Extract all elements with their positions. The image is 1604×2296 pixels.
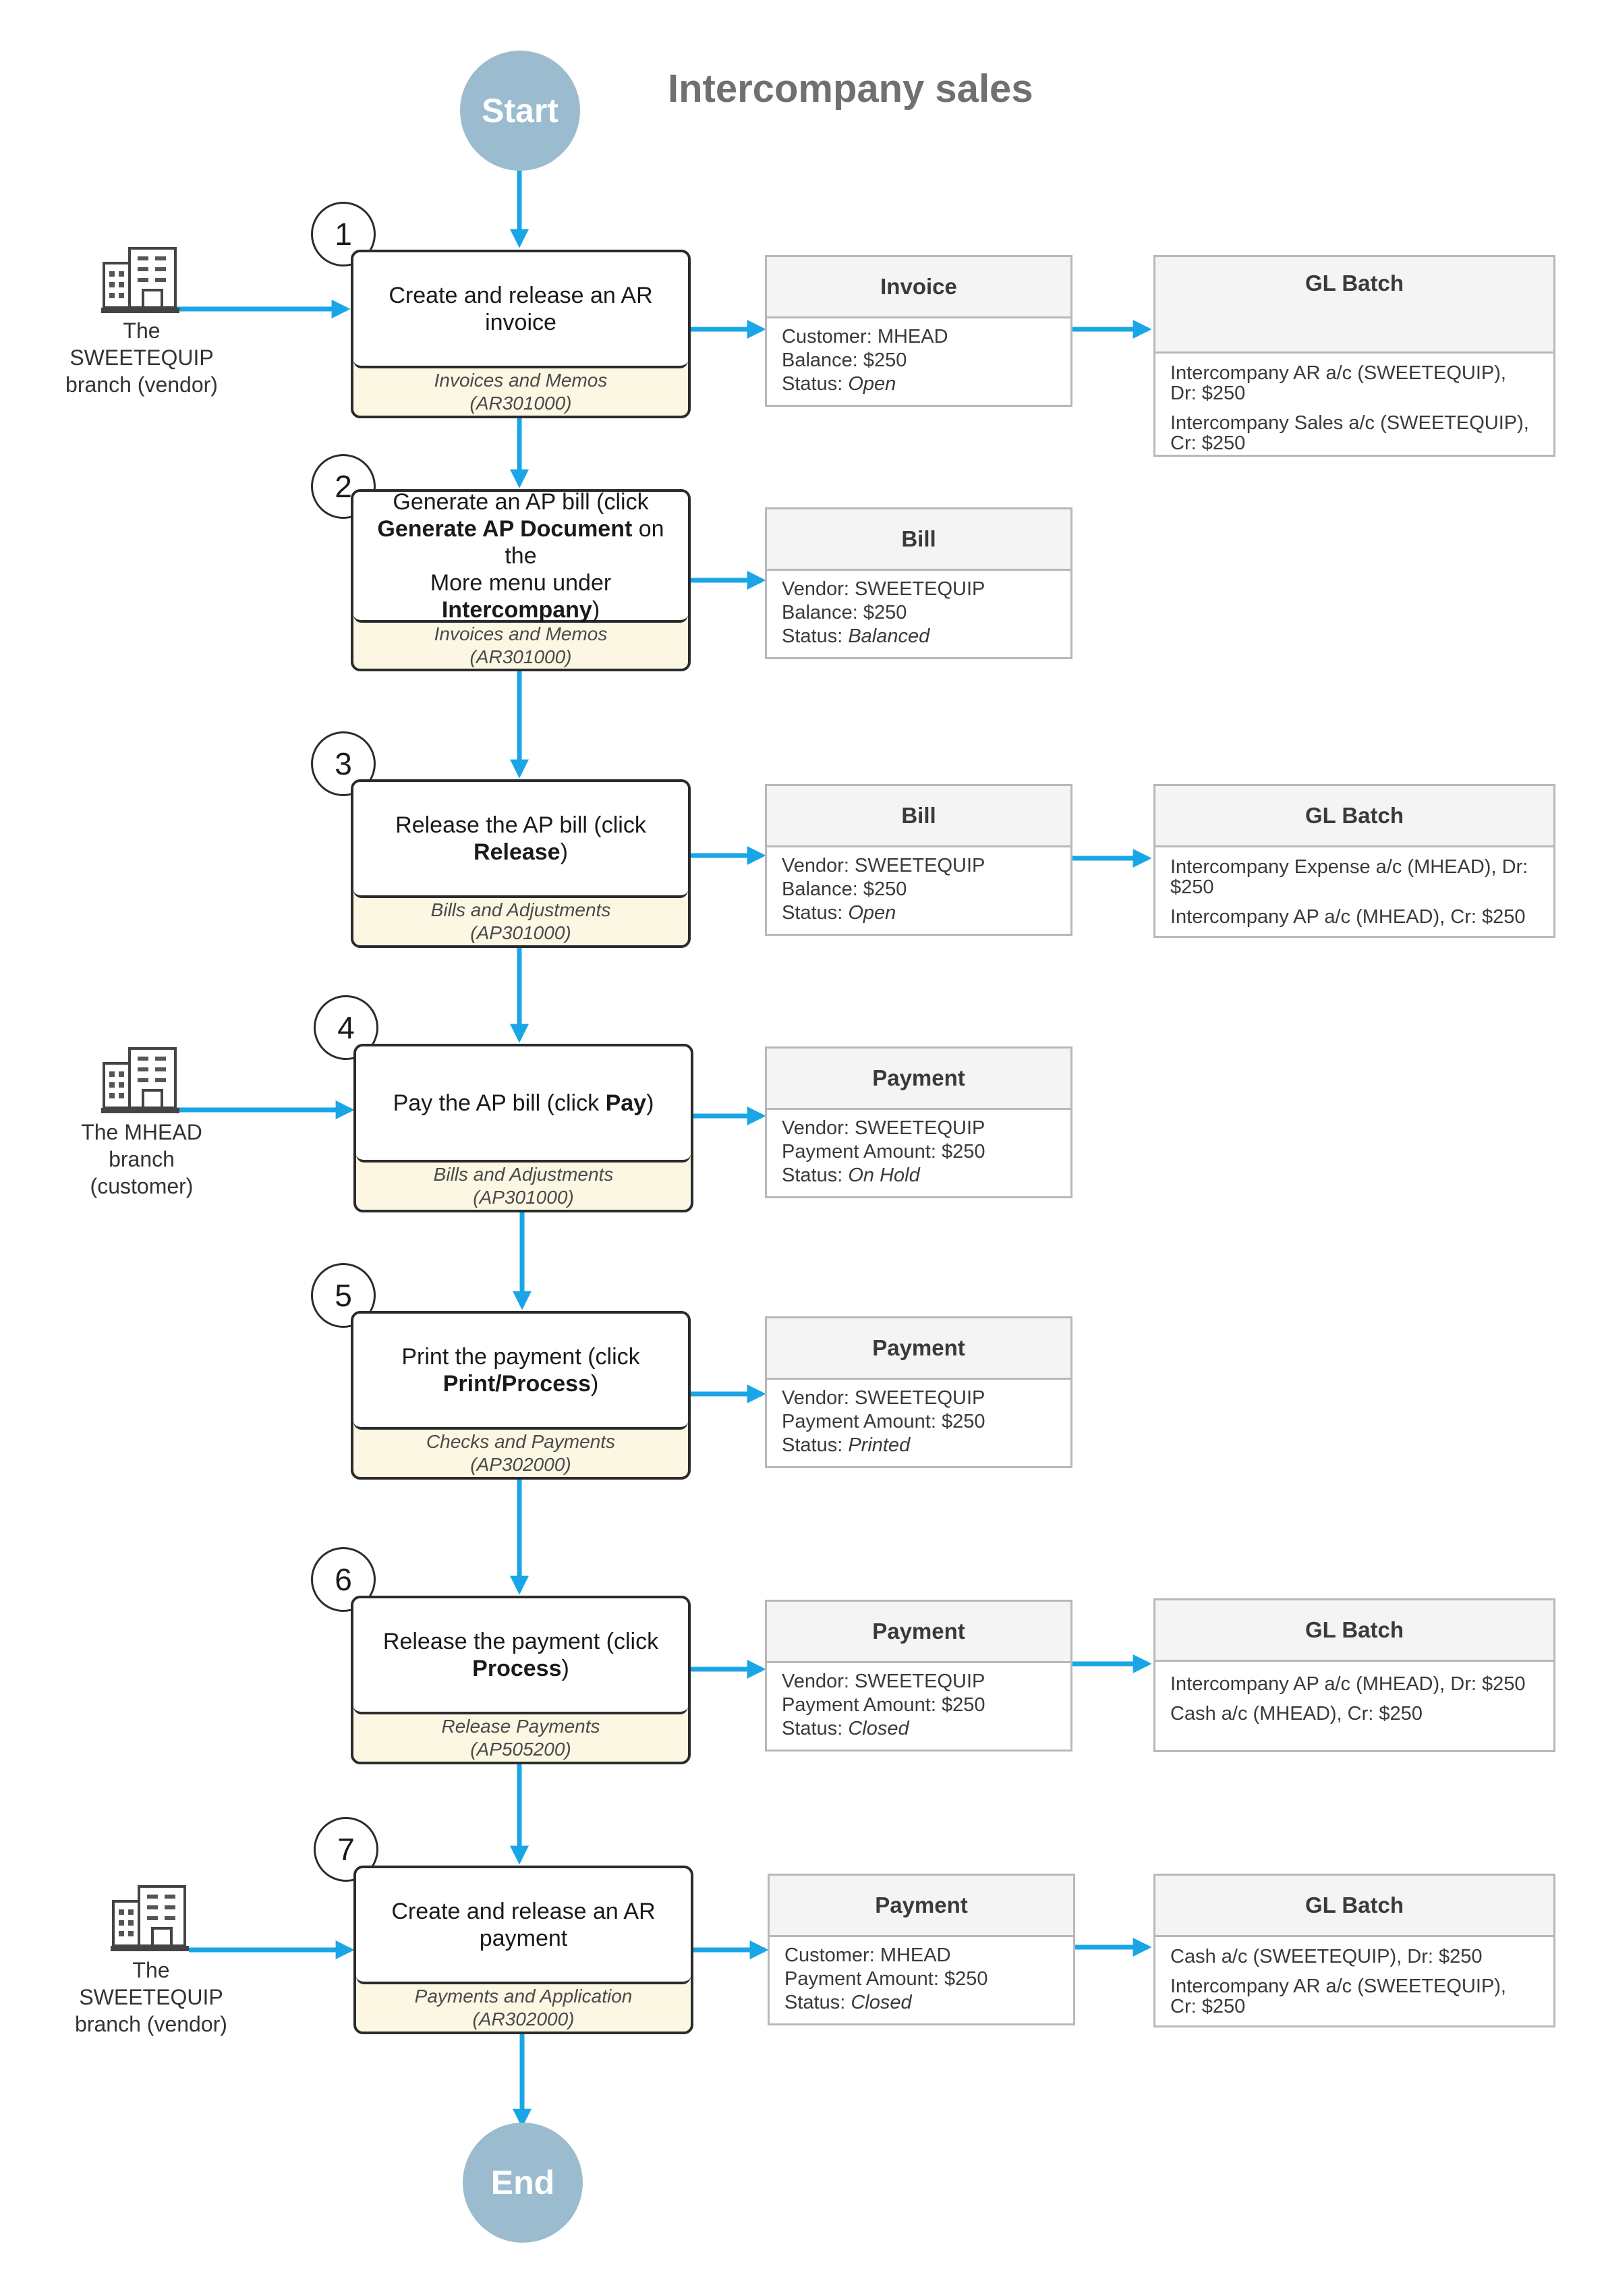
document-card-bill-balanced: Bill Vendor: SWEETEQUIP Balance: $250 St… [765,507,1072,659]
card-title: GL Batch [1155,786,1553,847]
card-title: Invoice [767,257,1070,318]
diagram-title: Intercompany sales [668,67,1033,111]
step-form-4: Bills and Adjustments(AP301000) [433,1164,614,1208]
step-form-5: Checks and Payments(AP302000) [426,1431,616,1475]
step-box-4: Pay the AP bill (click Pay) Bills and Ad… [353,1044,693,1212]
document-card-payment-printed: Payment Vendor: SWEETEQUIP Payment Amoun… [765,1316,1072,1468]
card-title: Payment [770,1876,1073,1937]
document-card-payment-closed: Payment Vendor: SWEETEQUIP Payment Amoun… [765,1600,1072,1752]
card-title: Payment [767,1048,1070,1110]
step-number-5: 5 [311,1263,376,1328]
card-title: Bill [767,509,1070,571]
step-form-3: Bills and Adjustments(AP301000) [430,899,611,943]
end-node: End [463,2123,583,2243]
step-action-2: Generate an AP bill (click Generate AP D… [353,492,688,623]
gl-batch-card-4: GL Batch Cash a/c (SWEETEQUIP), Dr: $250… [1153,1874,1555,2027]
step-action-4: Pay the AP bill (click Pay) [356,1046,691,1163]
step-form-6: Release Payments(AP505200) [441,1716,600,1760]
document-card-ar-payment-closed: Payment Customer: MHEAD Payment Amount: … [768,1874,1075,2025]
card-title: GL Batch [1155,1876,1553,1937]
card-title: GL Batch [1155,257,1553,354]
building-icon [101,1044,182,1115]
document-card-bill-open: Bill Vendor: SWEETEQUIP Balance: $250 St… [765,784,1072,936]
start-node: Start [460,51,580,171]
document-card-payment-on-hold: Payment Vendor: SWEETEQUIP Payment Amoun… [765,1046,1072,1198]
card-title: Bill [767,786,1070,847]
card-title: Payment [767,1602,1070,1663]
card-title: GL Batch [1155,1600,1553,1662]
step-form-1: Invoices and Memos(AR301000) [434,370,608,414]
building-icon [111,1882,192,1953]
gl-batch-card-1: GL Batch Intercompany AR a/c (SWEETEQUIP… [1153,255,1555,457]
building-icon [101,244,182,315]
gl-batch-card-2: GL Batch Intercompany Expense a/c (MHEAD… [1153,784,1555,938]
step-form-7: Payments and Application(AR302000) [414,1986,633,2029]
step-box-2: Generate an AP bill (click Generate AP D… [351,489,691,671]
gl-batch-card-3: GL Batch Intercompany AP a/c (MHEAD), Dr… [1153,1598,1555,1752]
step-form-2: Invoices and Memos(AR301000) [434,623,608,667]
document-card-invoice: Invoice Customer: MHEAD Balance: $250 St… [765,255,1072,407]
card-title: Payment [767,1318,1070,1380]
